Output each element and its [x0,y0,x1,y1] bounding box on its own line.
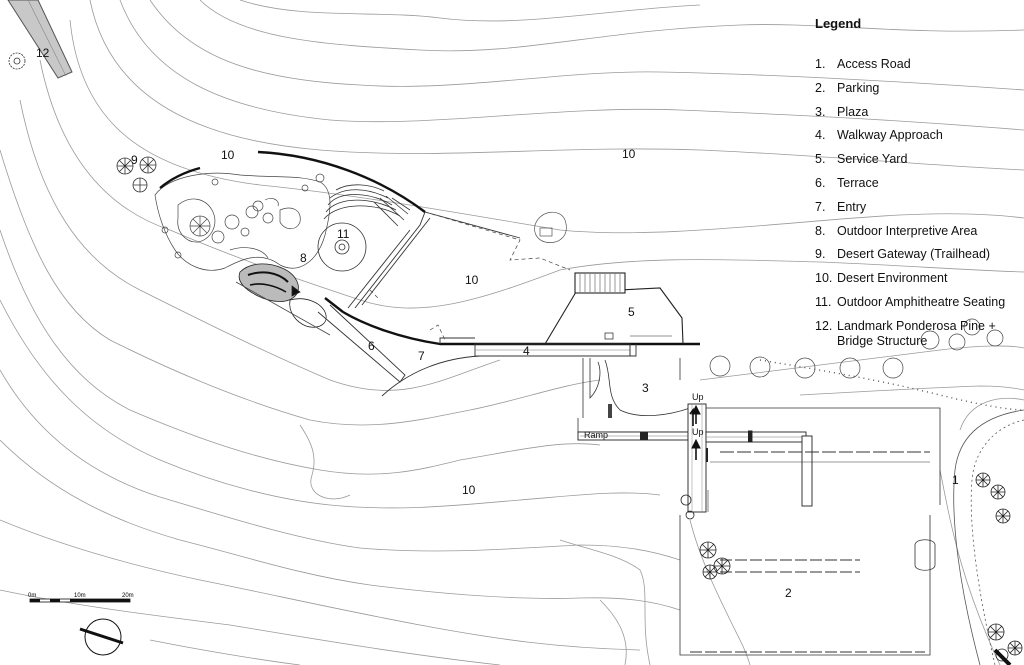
legend-label: Plaza [837,104,869,119]
legend-item: 11. Outdoor Amphitheatre Seating [815,295,1020,310]
pine-trees [680,472,1023,662]
legend-item: 6. Terrace [815,176,1020,191]
legend-num: 1. [815,57,826,71]
label-8: 8 [300,251,307,265]
terrace-entry-lines [317,211,630,397]
label-9: 9 [131,153,138,167]
label-6: 6 [368,339,375,353]
legend-label: Desert Gateway (Trailhead) [837,247,991,262]
plaza [577,358,941,505]
service-yard [544,272,684,345]
label-4: 4 [523,344,530,358]
access-road [759,359,1024,665]
legend-item: 9. Desert Gateway (Trailhead) [815,247,1020,262]
legend-num: 2. [815,80,826,95]
legend-item: 10. Desert Environment [815,271,1020,286]
rock-formation [534,212,567,243]
road-trees [709,318,1004,379]
legend-item: 2. Parking [815,81,1020,96]
label-3: 3 [642,381,649,395]
label-1: 1 [952,473,959,487]
legend-label: Access Road [837,57,911,71]
building-edge-arcs [159,150,700,346]
label-10-d: 10 [462,483,476,497]
parking-lot [679,451,936,656]
legend-num: 7. [815,199,826,214]
legend-num: 4. [815,128,826,143]
label-up-2: Up [692,427,704,437]
amphitheatre-seating [317,184,411,272]
scale-tick-0: 0m [28,593,36,599]
label-12: 12 [36,46,50,60]
legend-label: Walkway Approach [837,128,943,143]
dashed-boundary [369,211,571,341]
scale-bar: 0m 10m 20m [28,593,134,603]
legend-item: 5. Service Yard [815,152,1020,167]
north-arrow-icon [79,618,124,656]
legend-label: Outdoor Interpretive Area [837,223,978,238]
plan-labels: 1 2 3 4 5 6 7 8 9 10 10 10 10 11 12 Ramp… [36,46,959,600]
label-10-c: 10 [465,273,479,287]
up-arrow-icons [689,404,701,460]
legend-title: Legend [815,16,862,31]
label-10-a: 10 [221,148,235,162]
legend-list: 1. Access Road 2. Parking 3. Plaza 4. Walkwa… [815,57,1020,349]
legend-num: 3. [815,104,826,119]
interpretive-pods [235,263,331,336]
legend-num: 11. [815,294,832,309]
label-5: 5 [628,305,635,319]
legend-item: 3. Plaza [815,105,1020,120]
legend: Legend 1. Access Road 2. Parking 3. Plaza 4… [815,16,1020,358]
legend-label: Parking [837,80,880,95]
label-up-1: Up [692,392,704,402]
legend-label: Terrace [837,175,879,190]
walkway-approach [474,343,637,357]
legend-label: Landmark Ponderosa Pine + Bridge Structu… [837,318,996,348]
legend-num: 9. [815,247,826,262]
interpretive-area-garden [154,172,331,271]
road-marker [993,648,1012,665]
ponderosa-pine-icon [8,52,26,70]
legend-num: 12. [815,318,833,333]
legend-label: Outdoor Amphitheatre Seating [837,294,1006,309]
legend-label: Entry [837,199,867,214]
legend-label: Service Yard [837,152,908,167]
legend-label: Desert Environment [837,271,948,286]
bridge-structure [7,0,73,79]
legend-item: 12. Landmark Ponderosa Pine + Bridge Stru… [815,319,1020,349]
legend-item: 4. Walkway Approach [815,128,1020,143]
scale-tick-20: 20m [122,593,134,599]
legend-item: 8. Outdoor Interpretive Area [815,224,1020,239]
label-10-b: 10 [622,147,636,161]
legend-num: 5. [815,152,826,167]
ramp-paths [577,403,813,513]
legend-item: 7. Entry [815,200,1020,215]
gateway-trees [116,156,157,193]
legend-num: 8. [815,223,826,238]
scale-tick-10: 10m [74,593,86,599]
label-11: 11 [337,227,350,241]
legend-item: 1. Access Road [815,57,1020,72]
legend-num: 10. [815,271,833,286]
label-7: 7 [418,349,425,363]
legend-num: 6. [815,175,826,190]
label-2: 2 [785,586,792,600]
label-ramp: Ramp [584,430,608,440]
